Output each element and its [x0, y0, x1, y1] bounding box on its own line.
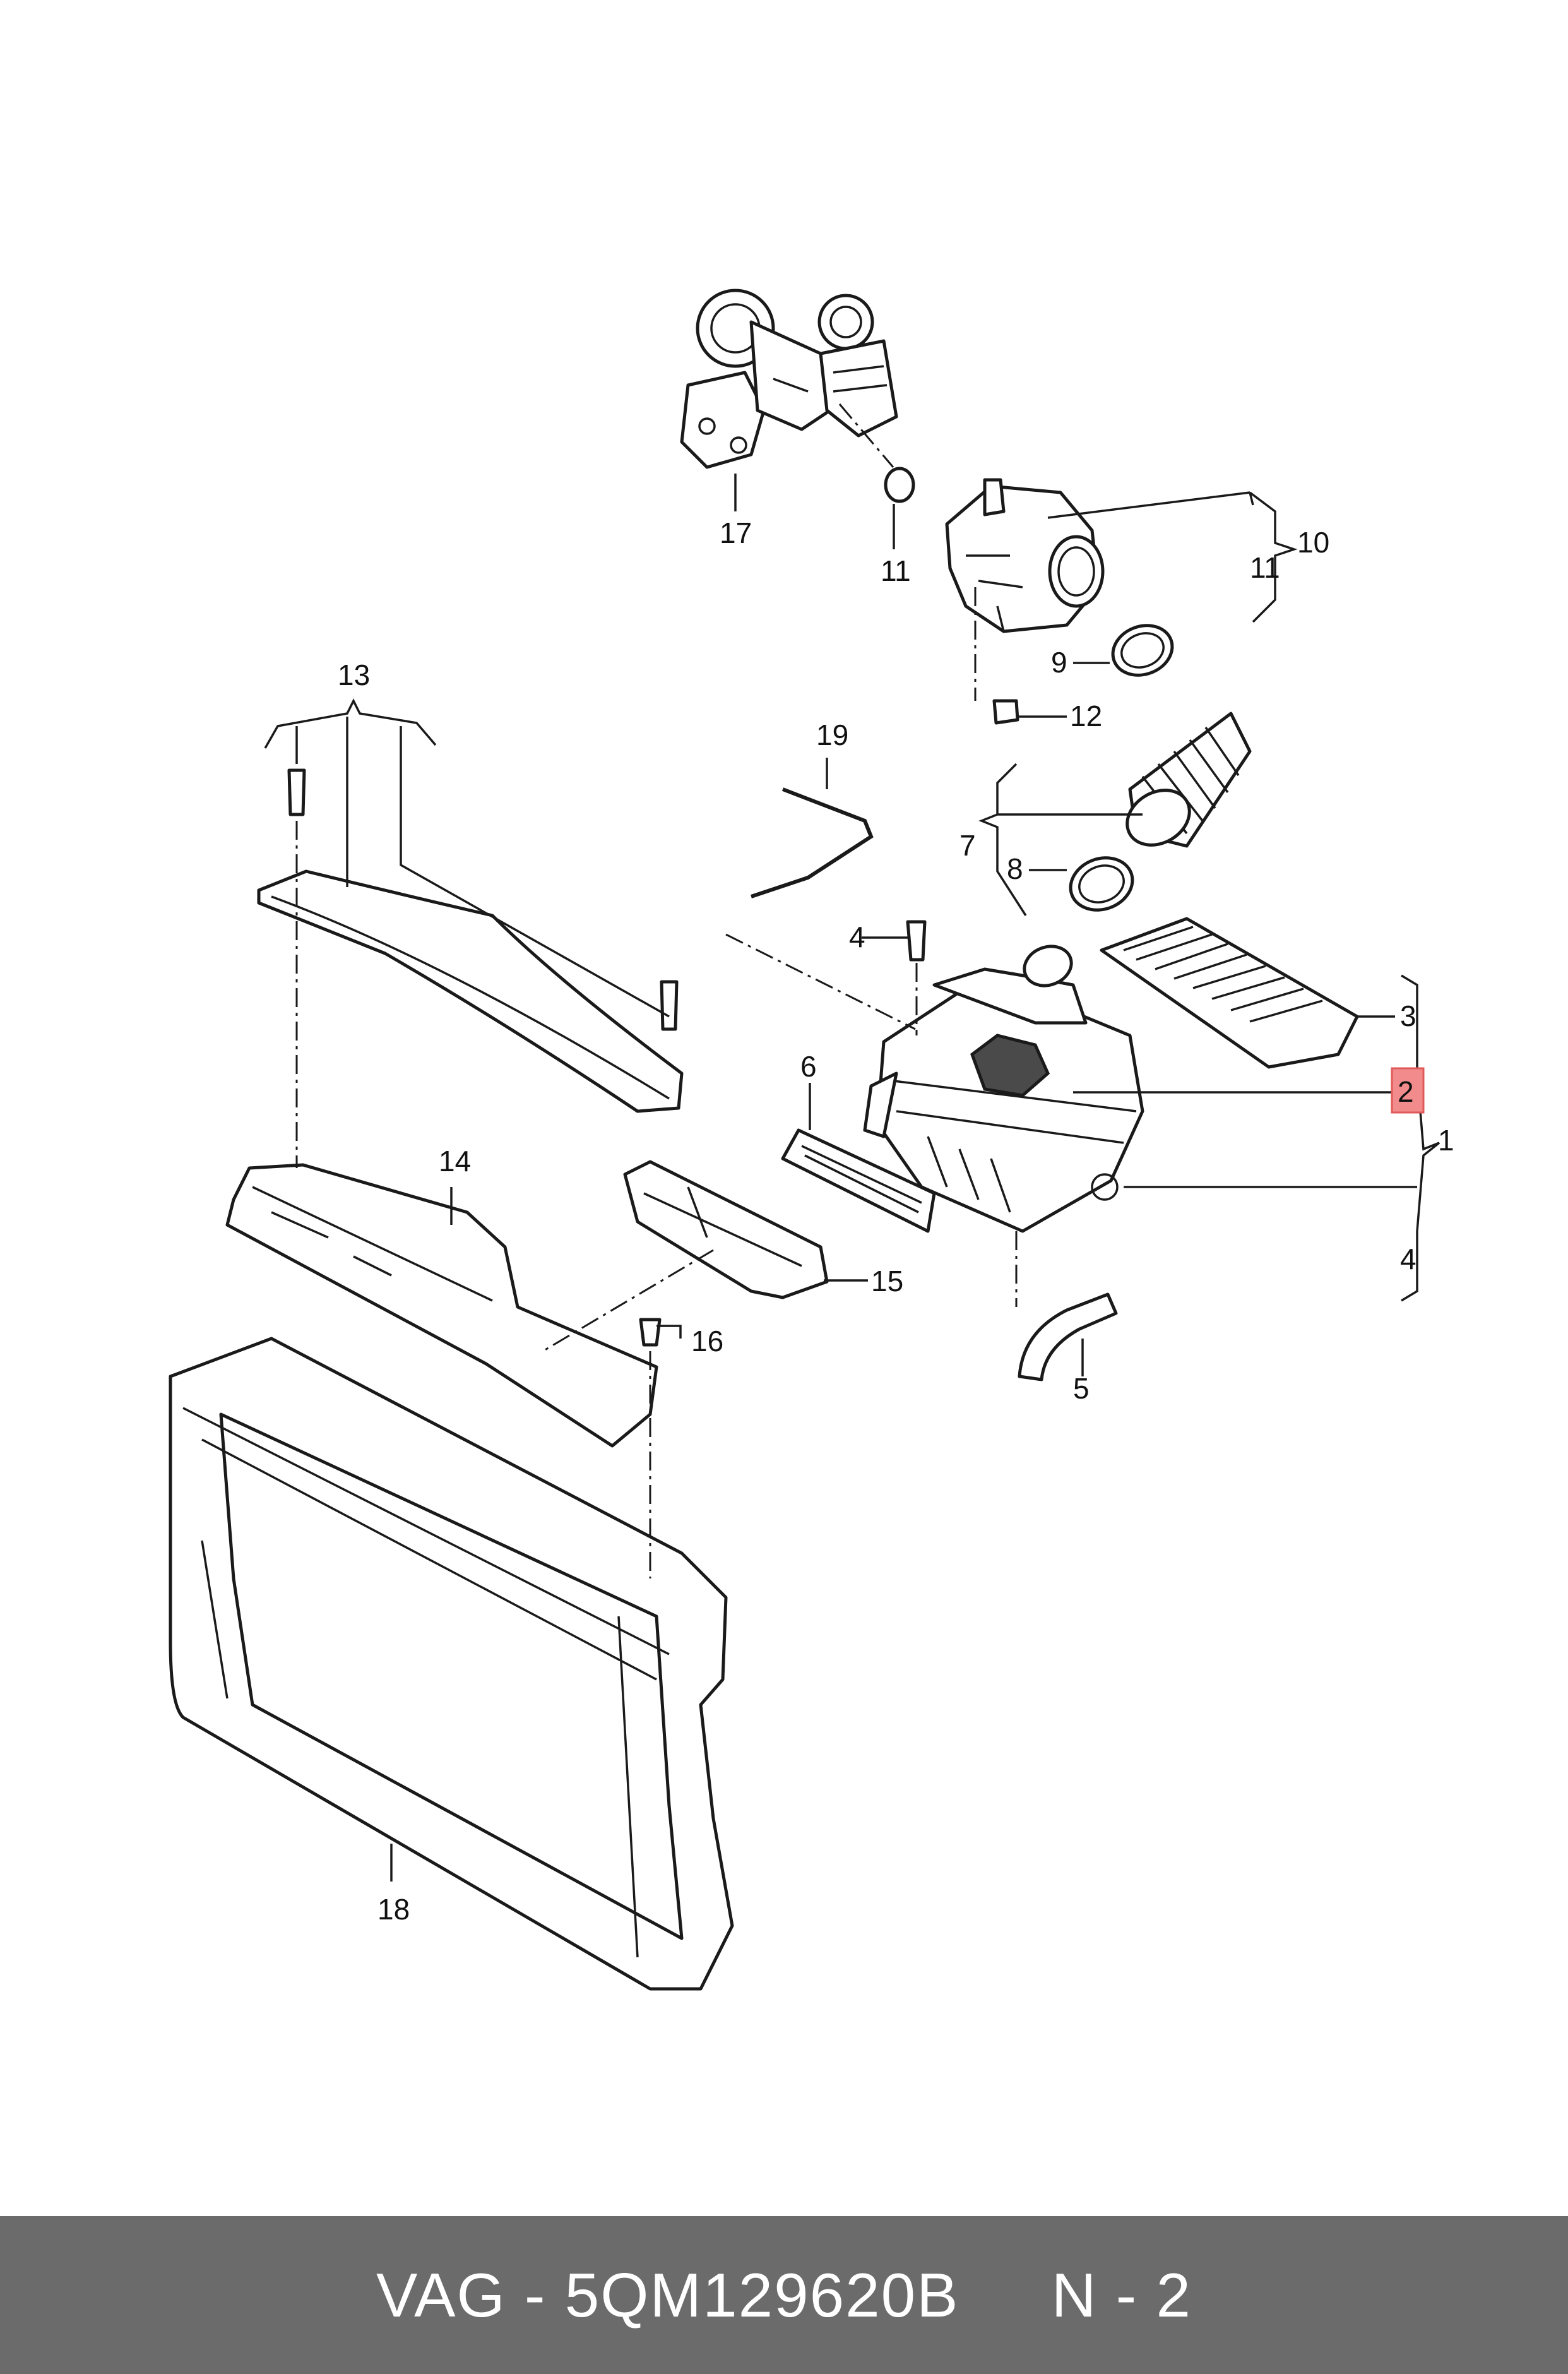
- intake-connector-part: [945, 478, 1105, 633]
- lock-carrier-cover-part: [257, 869, 684, 1113]
- callout-18: 18: [377, 1893, 410, 1926]
- hose-clamp-part: [1069, 856, 1134, 912]
- part-number-footer: VAG - 5QM129620B N - 2: [0, 2216, 1568, 2374]
- callout-6: 6: [800, 1050, 817, 1083]
- air-duct-part: [781, 1128, 936, 1233]
- lock-carrier-part: [169, 1337, 734, 1991]
- bolt-part: [992, 699, 1019, 725]
- callout-19: 19: [816, 719, 848, 751]
- callout-13: 13: [338, 659, 370, 691]
- assembly-lines: [295, 403, 1018, 1578]
- callout-11: 11: [1250, 551, 1280, 584]
- hose-clamp-part: [1111, 624, 1174, 677]
- callout-3: 3: [1400, 999, 1417, 1032]
- callout-1: 1: [1438, 1124, 1454, 1157]
- air-filter-element-part: [1100, 917, 1359, 1069]
- callout-4: 4: [1400, 1243, 1417, 1275]
- callout-10: 10: [1297, 526, 1329, 559]
- parts-diagram: 1 2 3 4 4 5 6 7 8 9 10 11 11 12 13 14 15…: [169, 289, 1454, 1991]
- turbocharger-part: [680, 289, 898, 469]
- callout-7: 7: [959, 829, 976, 862]
- callout-17: 17: [720, 516, 752, 549]
- bolt-part: [906, 920, 927, 962]
- callout-15: 15: [871, 1265, 903, 1297]
- bolt-part: [287, 768, 306, 816]
- bolt-part: [639, 1318, 662, 1347]
- callout-2: 2: [1398, 1075, 1414, 1108]
- callout-14: 14: [439, 1145, 471, 1178]
- corrugated-hose-part: [1126, 712, 1252, 848]
- leader-lines: [264, 474, 1440, 1882]
- callout-11: 11: [881, 554, 911, 587]
- callout-12: 12: [1070, 700, 1102, 732]
- part-number-label: VAG - 5QM129620B N - 2: [376, 2260, 1192, 2330]
- callout-5: 5: [1073, 1372, 1090, 1405]
- callout-9: 9: [1051, 646, 1067, 679]
- air-filter-housing-part: [863, 945, 1144, 1233]
- callout-4: 4: [849, 921, 865, 953]
- callout-16: 16: [691, 1325, 723, 1357]
- callout-8: 8: [1007, 852, 1023, 885]
- air-guide-part: [225, 1163, 658, 1448]
- highlight-box: [1391, 1067, 1425, 1114]
- air-guide-part: [623, 1160, 829, 1299]
- bolt-part: [660, 980, 679, 1031]
- o-ring-part: [884, 467, 915, 503]
- drain-hose-part: [1018, 1292, 1118, 1381]
- breather-line-part: [751, 787, 874, 898]
